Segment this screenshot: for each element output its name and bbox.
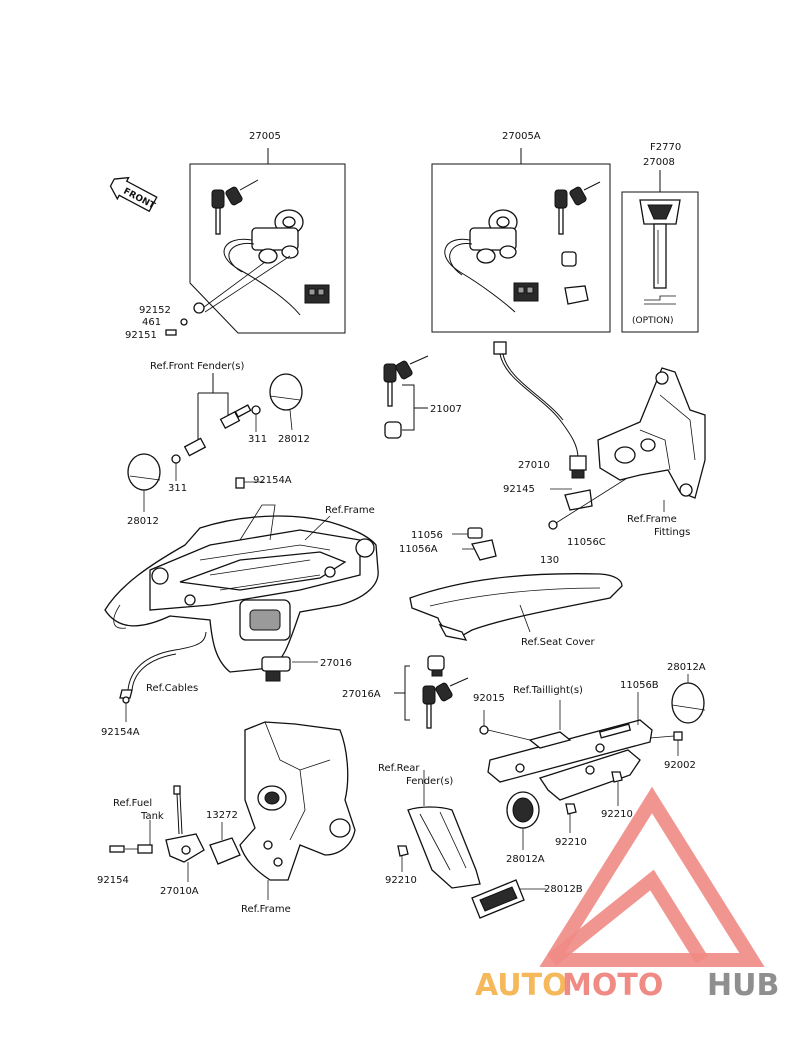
label-ref-seat-cover: Ref.Seat Cover <box>521 637 596 648</box>
label-27016: 27016 <box>320 658 352 669</box>
rear-fender-group <box>397 770 546 919</box>
label-27008: 27008 <box>643 157 675 168</box>
label-option: (OPTION) <box>632 316 674 326</box>
label-ref-frame-fittings-2: Fittings <box>654 527 690 538</box>
label-ref-frame-top: Ref.Frame <box>325 505 375 516</box>
label-F2770: F2770 <box>650 142 681 153</box>
key-blank-27008: (OPTION) <box>621 170 699 333</box>
label-28012-right: 28012 <box>278 434 310 445</box>
lower-frame-assembly <box>209 721 356 900</box>
label-130: 130 <box>540 555 559 566</box>
label-11056A: 11056A <box>399 544 438 555</box>
label-27016A: 27016A <box>342 689 381 700</box>
label-ref-taillight: Ref.Taillight(s) <box>513 685 583 696</box>
label-92210-mid: 92210 <box>555 837 587 848</box>
label-ref-rear-fender-1: Ref.Rear <box>378 763 420 774</box>
label-ref-cables: Ref.Cables <box>146 683 198 694</box>
taillight-bracket-group <box>479 674 706 850</box>
label-13272: 13272 <box>206 810 238 821</box>
label-92154A-bottom: 92154A <box>101 727 140 738</box>
label-ref-rear-fender-2: Fender(s) <box>406 776 453 787</box>
label-11056C: 11056C <box>567 537 606 548</box>
label-92210-left: 92210 <box>385 875 417 886</box>
main-frame-assembly <box>104 477 379 722</box>
label-27010: 27010 <box>518 460 550 471</box>
label-ref-frame-fittings-1: Ref.Frame <box>627 514 677 525</box>
seat-cover <box>409 527 623 641</box>
label-92152: 92152 <box>139 305 171 316</box>
label-28012-left: 28012 <box>127 516 159 527</box>
label-92002: 92002 <box>664 760 696 771</box>
label-ref-fuel-tank-1: Ref.Fuel <box>113 798 152 809</box>
front-fender-reflector-group <box>127 373 303 512</box>
label-311-left: 311 <box>168 483 187 494</box>
label-ref-fuel-tank-2: Tank <box>140 811 164 822</box>
front-direction-arrow: FRONT <box>109 176 158 213</box>
label-ref-front-fender: Ref.Front Fender(s) <box>150 361 245 372</box>
label-92154: 92154 <box>97 875 129 886</box>
ignition-switch-set-27005 <box>165 148 346 336</box>
label-27010A: 27010A <box>160 886 199 897</box>
label-92210-right: 92210 <box>601 809 633 820</box>
label-11056: 11056 <box>411 530 443 541</box>
label-28012A-bottom: 28012A <box>506 854 545 865</box>
frame-fittings-bracket <box>597 367 706 512</box>
label-27005: 27005 <box>249 131 281 142</box>
watermark-text-hub: HUB <box>707 968 779 1003</box>
watermark-text-moto: MOTO <box>562 968 663 1003</box>
label-28012A-top: 28012A <box>667 662 706 673</box>
label-461: 461 <box>142 317 161 328</box>
watermark-text-auto: AUTO <box>475 968 568 1003</box>
ignition-switch-set-27005A <box>431 148 611 333</box>
label-ref-frame-bottom: Ref.Frame <box>241 904 291 915</box>
label-92145: 92145 <box>503 484 535 495</box>
label-92154A-top: 92154A <box>253 475 292 486</box>
label-28012B: 28012B <box>544 884 583 895</box>
label-92151: 92151 <box>125 330 157 341</box>
switch-27010 <box>493 341 641 530</box>
label-27005A: 27005A <box>502 131 541 142</box>
label-311-right: 311 <box>248 434 267 445</box>
fuel-switch-27010A <box>109 785 205 882</box>
seat-lock-27016A <box>394 655 469 729</box>
label-21007: 21007 <box>430 404 462 415</box>
key-set-21007 <box>383 355 429 439</box>
automotohub-watermark: AUTO MOTO HUB <box>475 786 779 1003</box>
label-11056B: 11056B <box>620 680 659 691</box>
label-92015: 92015 <box>473 693 505 704</box>
